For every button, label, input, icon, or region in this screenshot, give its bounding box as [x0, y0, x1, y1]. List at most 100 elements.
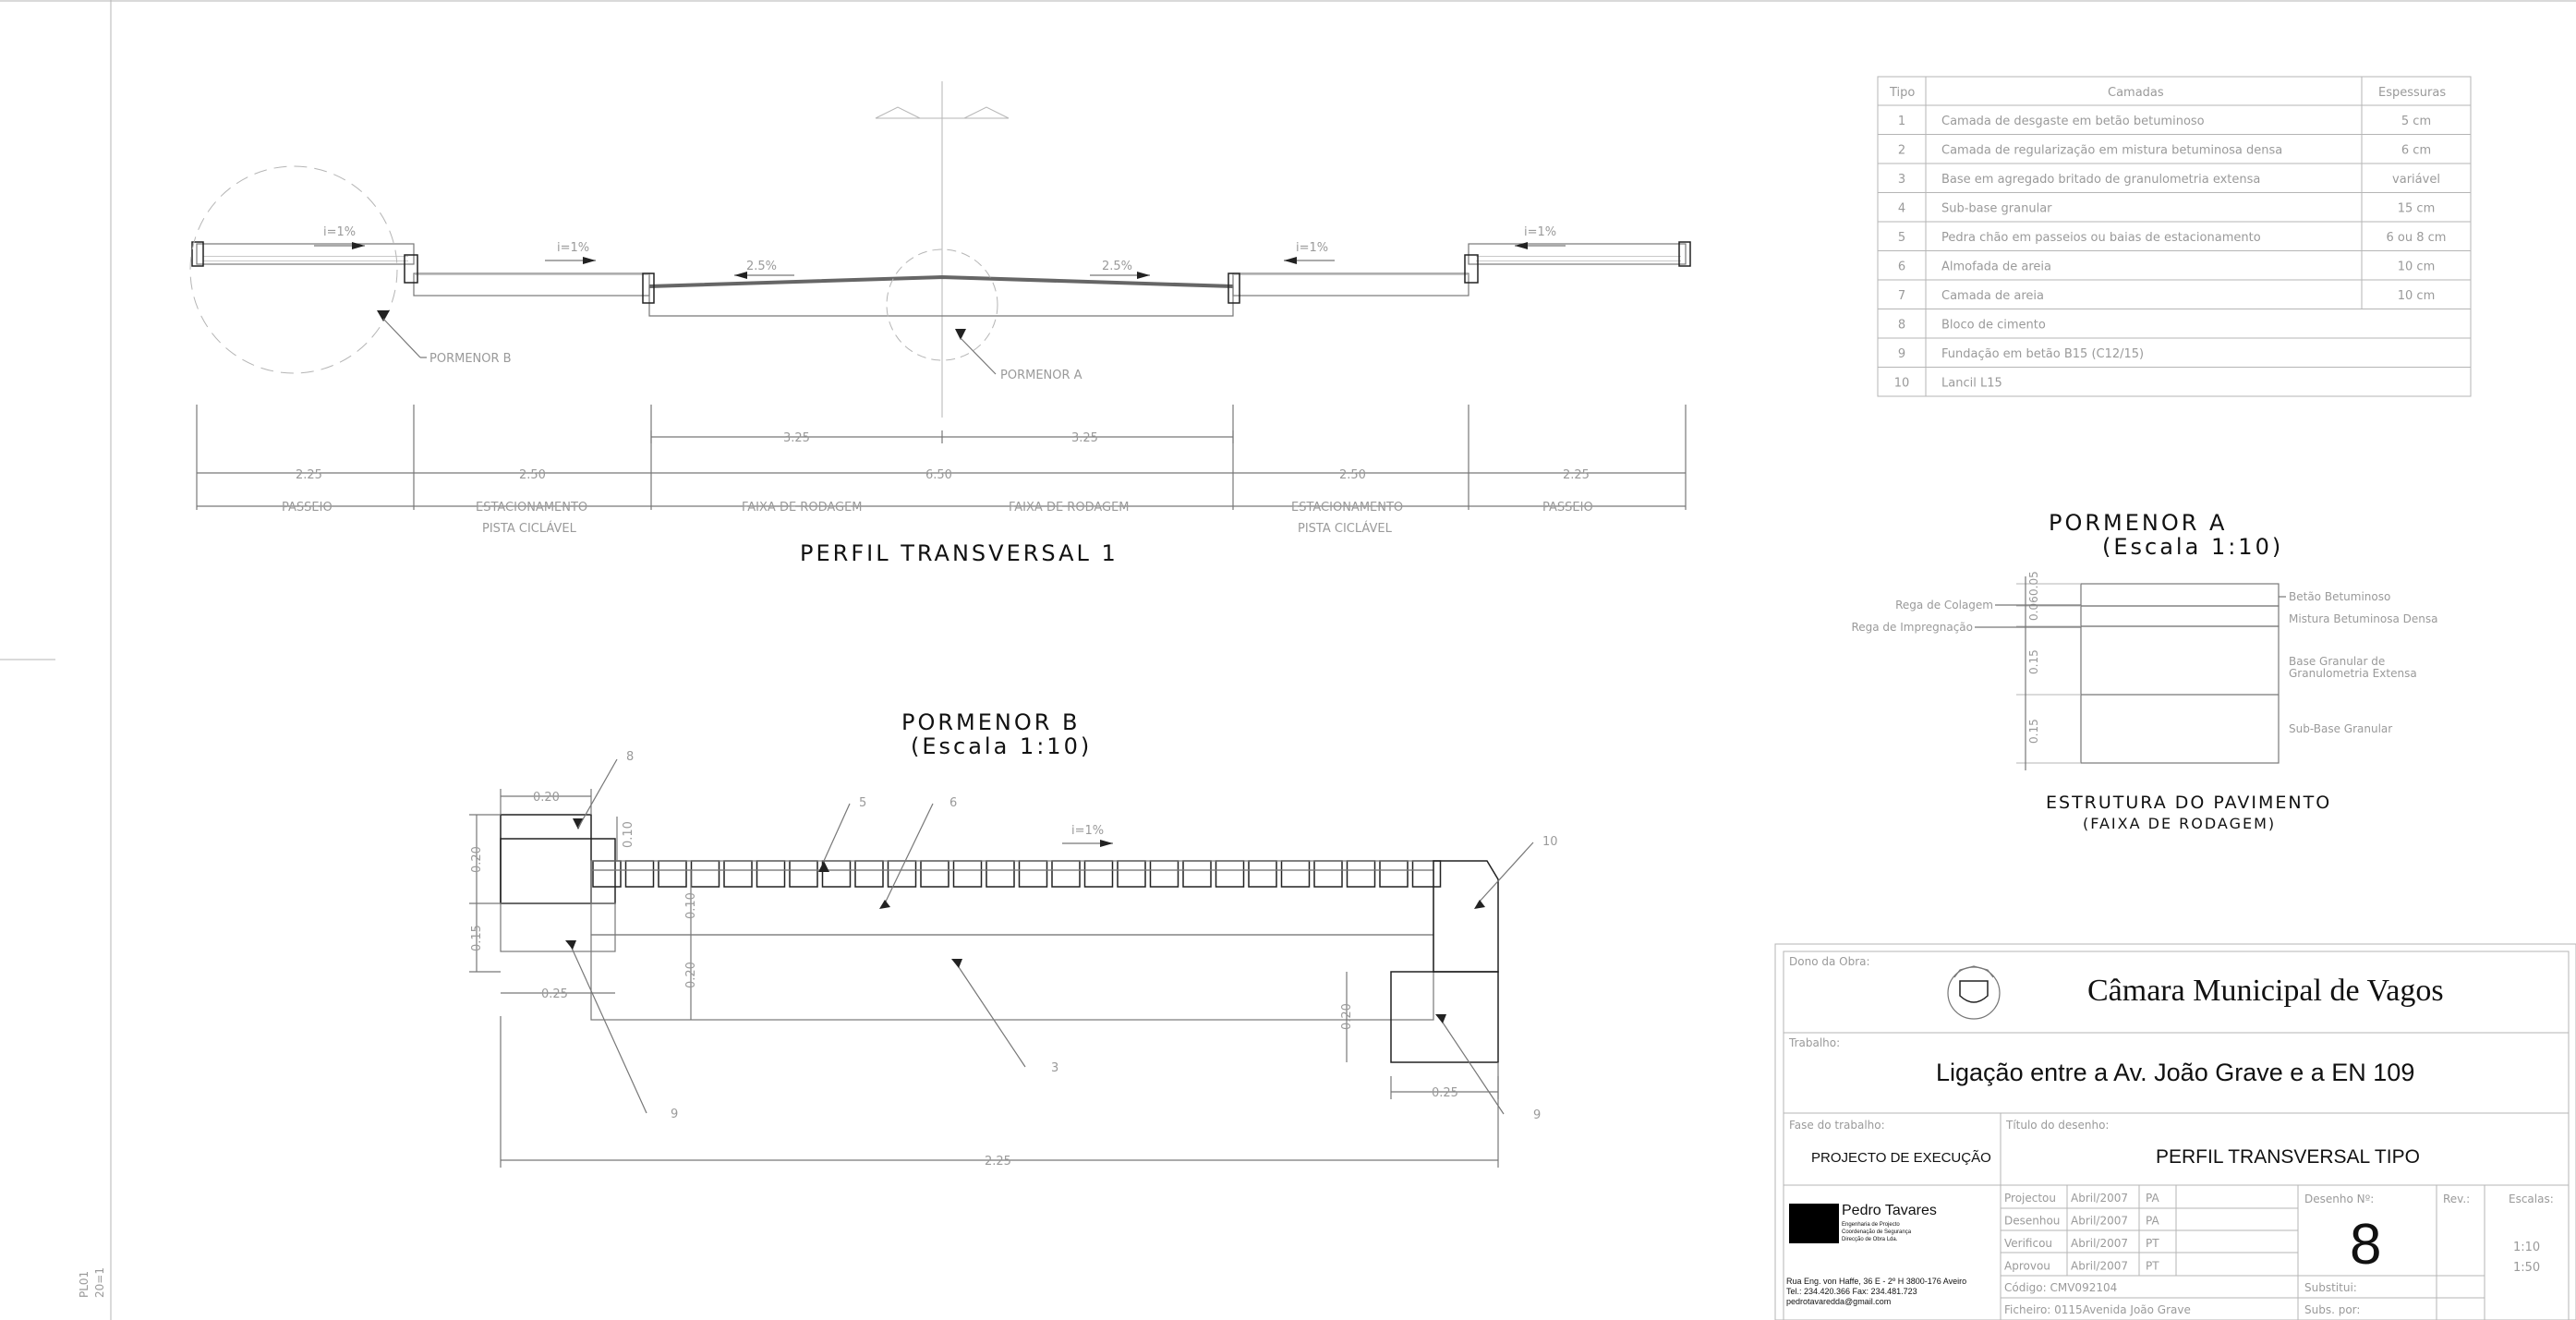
zone-label: FAIXA DE RODAGEM	[1009, 501, 1130, 515]
table-header-thickness: Espessuras	[2378, 86, 2446, 100]
row-layer: Sub-base granular	[1941, 202, 2052, 216]
dimension-label: 0.15	[2027, 649, 2040, 674]
phase-label: Fase do trabalho:	[1789, 1119, 1885, 1132]
row-layer: Fundação em betão B15 (C12/15)	[1941, 347, 2144, 361]
municipal-crest-icon	[1947, 965, 2001, 1020]
dimension-label: 2.50	[519, 468, 546, 482]
scales-label: Escalas:	[2509, 1193, 2554, 1205]
drawing-label: Título do desenho:	[2005, 1119, 2109, 1132]
row-type: 5	[1898, 231, 1905, 245]
row-layer: Camada de desgaste em betão betuminoso	[1941, 115, 2205, 128]
role-label: Aprovou	[2004, 1260, 2050, 1273]
row-type: 1	[1898, 115, 1905, 128]
paver-block	[1018, 860, 1048, 888]
row-layer: Almofada de areia	[1941, 260, 2051, 274]
detail-a: PORMENOR A (Escala 1:10) 0.05 0.06 0.15 …	[1851, 510, 2437, 832]
paver-block	[1248, 860, 1277, 888]
row-thickness: 10 cm	[2398, 289, 2436, 303]
row-thickness: 6 cm	[2401, 144, 2431, 158]
row-layer: Bloco de cimento	[1941, 319, 2046, 333]
callout-number: 9	[671, 1108, 678, 1121]
row-type: 3	[1898, 173, 1905, 187]
dimension-label: 2.25	[985, 1155, 1011, 1169]
dimension-label: 0.06	[2027, 596, 2040, 621]
paver-block	[592, 860, 622, 888]
paver-block	[789, 860, 818, 888]
row-layer: Camada de regularização em mistura betum…	[1941, 144, 2282, 158]
zone-sub-label: PISTA CICLÁVEL	[482, 521, 577, 536]
dimension-label: 0.10	[684, 892, 698, 919]
number-label: Desenho Nº:	[2304, 1193, 2374, 1205]
paver-block	[756, 860, 786, 888]
callout-number: 10	[1542, 835, 1558, 849]
dimension-label: 0.20	[470, 846, 484, 873]
row-thickness: 5 cm	[2401, 115, 2431, 128]
row-thickness: variável	[2392, 173, 2440, 187]
layer-label: Betão Betuminoso	[2289, 590, 2390, 603]
role-date: Abril/2007	[2071, 1260, 2128, 1273]
row-type: 7	[1898, 289, 1905, 303]
replaced-by-label: Subs. por:	[2304, 1303, 2360, 1316]
paver-block	[1411, 860, 1442, 888]
row-thickness: 10 cm	[2398, 260, 2436, 274]
zone-label: PASSEIO	[282, 501, 333, 515]
dimension-label: 2.50	[1339, 468, 1366, 482]
paver-block	[1051, 860, 1081, 888]
slope-label: i=1%	[1296, 241, 1328, 255]
zone-label: FAIXA DE RODAGEM	[742, 501, 863, 515]
zone-label: ESTACIONAMENTO	[476, 501, 587, 515]
paver-block	[690, 860, 720, 888]
detail-a-subtitle: ESTRUTURA DO PAVIMENTO	[2046, 793, 2331, 813]
paver-block	[986, 860, 1015, 888]
paver-block	[1379, 860, 1409, 888]
work-label: Trabalho:	[1788, 1036, 1840, 1049]
dimension-label: 2.25	[1563, 468, 1590, 482]
role-label: Verificou	[2004, 1237, 2052, 1250]
role-initials: PT	[2146, 1260, 2159, 1273]
layer-label: Sub-Base Granular	[2289, 722, 2392, 735]
dimension-label: 6.50	[925, 468, 952, 482]
paver-block	[1215, 860, 1245, 888]
dimension-label: 0.25	[1432, 1086, 1458, 1100]
paver-block	[854, 860, 884, 888]
company-email: pedrotavaredda@gmail.com	[1786, 1297, 1891, 1306]
slope-label: i=1%	[323, 225, 356, 239]
drawing-number: 8	[2350, 1213, 2381, 1277]
callout-number: 9	[1533, 1108, 1541, 1122]
detail-a-title: PORMENOR A	[2049, 510, 2227, 536]
title-block: Dono da Obra: Câmara Municipal de Vagos …	[1774, 943, 2576, 1320]
side-label-2: 20=1	[93, 1267, 106, 1298]
paver-block	[887, 860, 917, 888]
file-name: Ficheiro: 0115Avenida João Grave	[2004, 1303, 2191, 1316]
callout-number: 3	[1051, 1061, 1058, 1075]
callout-detail-b: PORMENOR B	[429, 352, 512, 366]
paver-block	[1346, 860, 1376, 888]
row-thickness: 15 cm	[2398, 202, 2436, 216]
detail-a-scale: (Escala 1:10)	[2102, 534, 2283, 560]
rega-impregnacao-label: Rega de Impregnação	[1851, 621, 1973, 634]
table-row: 1 Camada de desgaste em betão betuminoso 5…	[1898, 115, 2431, 128]
paver-block	[1083, 860, 1114, 888]
dimension-label: 3.25	[1071, 431, 1098, 445]
row-layer: Lancil L15	[1941, 377, 2002, 391]
company-logo	[1789, 1204, 1839, 1243]
dimension-label: 0.10	[622, 821, 635, 848]
paver-block	[952, 860, 983, 888]
paver-block	[1280, 860, 1311, 888]
paver-block	[624, 860, 655, 888]
company-address: Rua Eng. von Haffe, 36 E - 2º H 3800-176…	[1786, 1277, 1966, 1286]
paver-block	[658, 860, 687, 888]
phase-value: PROJECTO DE EXECUÇÃO	[1811, 1150, 1991, 1166]
slope-label: 2.5%	[1102, 260, 1132, 273]
dimension-label: 0.20	[1340, 1003, 1354, 1030]
detail-b: PORMENOR B (Escala 1:10) i=1% 0.20 0.10 …	[469, 709, 1558, 1169]
company-name: Pedro Tavares	[1842, 1203, 1937, 1218]
callout-detail-a: PORMENOR A	[1000, 369, 1082, 382]
cross-section-profile: i=1% i=1% 2.5% 2.5% i=1% i=1% PORMENOR B…	[189, 81, 1691, 566]
row-thickness: 6 ou 8 cm	[2387, 231, 2447, 245]
